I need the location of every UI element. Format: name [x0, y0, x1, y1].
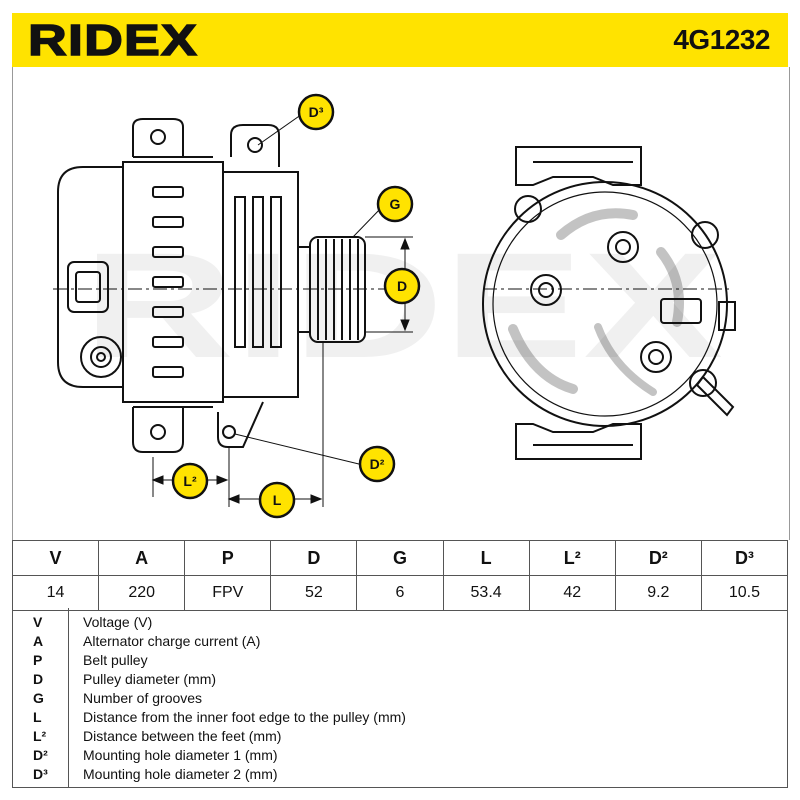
spec-table: V A P D G L L² D² D³ 14 220 FPV 52 6 53.…: [11, 540, 789, 611]
svg-text:G: G: [390, 196, 401, 212]
spec-value-g: 6: [356, 575, 444, 611]
legend-desc: Alternator charge current (A): [83, 633, 261, 649]
legend-key: L: [33, 709, 42, 725]
legend-item: L² Distance between the feet (mm): [13, 727, 789, 745]
legend-key: V: [33, 614, 43, 630]
badge-l: L: [258, 481, 296, 519]
legend-item: V Voltage (V): [13, 613, 789, 631]
spec-value-l2: 42: [528, 575, 616, 611]
legend-desc: Distance between the feet (mm): [83, 728, 282, 744]
legend-key: D³: [33, 766, 48, 782]
legend-key: D²: [33, 747, 48, 763]
legend: V Voltage (V) A Alternator charge curren…: [12, 608, 788, 788]
legend-desc: Number of grooves: [83, 690, 203, 706]
legend-key: A: [33, 633, 44, 649]
legend-item: P Belt pulley: [13, 651, 789, 669]
legend-key: G: [33, 690, 44, 706]
spec-table-value-row: 14 220 FPV 52 6 53.4 42 9.2 10.5: [11, 575, 789, 611]
legend-item: D² Mounting hole diameter 1 (mm): [13, 746, 789, 764]
legend-item: L Distance from the inner foot edge to t…: [13, 708, 789, 726]
legend-desc: Belt pulley: [83, 652, 148, 668]
header-bar: RIDEX 4G1232: [12, 13, 788, 67]
spec-header-v: V: [11, 540, 100, 576]
svg-text:D: D: [397, 278, 407, 294]
legend-item: G Number of grooves: [13, 689, 789, 707]
badge-d3: D³: [297, 93, 335, 131]
legend-item: D³ Mounting hole diameter 2 (mm): [13, 765, 789, 783]
legend-item: A Alternator charge current (A): [13, 632, 789, 650]
spec-value-a: 220: [98, 575, 186, 611]
legend-desc: Pulley diameter (mm): [83, 671, 217, 687]
legend-desc: Distance from the inner foot edge to the…: [83, 709, 406, 725]
spec-value-v: 14: [11, 575, 100, 611]
spec-table-header-row: V A P D G L L² D² D³: [11, 540, 789, 576]
badge-d2: D²: [358, 445, 396, 483]
svg-text:D²: D²: [370, 456, 385, 472]
legend-key: L²: [33, 728, 47, 744]
badge-l2: L²: [171, 462, 209, 500]
spec-header-l2: L²: [528, 540, 616, 576]
spec-value-p: FPV: [184, 575, 272, 611]
legend-key: P: [33, 652, 43, 668]
legend-divider: [68, 608, 69, 787]
part-number: 4G1232: [673, 24, 770, 55]
ridex-logo-text: RIDEX: [28, 17, 198, 63]
badge-d: D: [383, 267, 421, 305]
svg-text:D³: D³: [309, 104, 324, 120]
legend-desc: Voltage (V): [83, 614, 153, 630]
spec-header-d: D: [270, 540, 358, 576]
leader-lines: [234, 111, 383, 466]
legend-desc: Mounting hole diameter 1 (mm): [83, 747, 278, 763]
spec-header-a: A: [98, 540, 186, 576]
spec-header-g: G: [356, 540, 444, 576]
spec-value-d3: 10.5: [700, 575, 789, 611]
spec-header-p: P: [184, 540, 272, 576]
badge-g: G: [376, 185, 414, 223]
alternator-drawing: RIDEX: [53, 93, 736, 519]
legend-key: D: [33, 671, 44, 687]
spec-value-d2: 9.2: [614, 575, 702, 611]
spec-value-l: 53.4: [442, 575, 530, 611]
spec-header-d2: D²: [614, 540, 702, 576]
spec-value-d: 52: [270, 575, 358, 611]
ridex-logo: RIDEX: [28, 17, 198, 63]
spec-header-d3: D³: [700, 540, 789, 576]
svg-text:L: L: [273, 492, 282, 508]
spec-header-l: L: [442, 540, 530, 576]
technical-drawing-area: RIDEX: [12, 67, 790, 540]
svg-text:L²: L²: [183, 473, 197, 489]
legend-desc: Mounting hole diameter 2 (mm): [83, 766, 278, 782]
legend-item: D Pulley diameter (mm): [13, 670, 789, 688]
alternator-rear-view: [482, 146, 736, 460]
